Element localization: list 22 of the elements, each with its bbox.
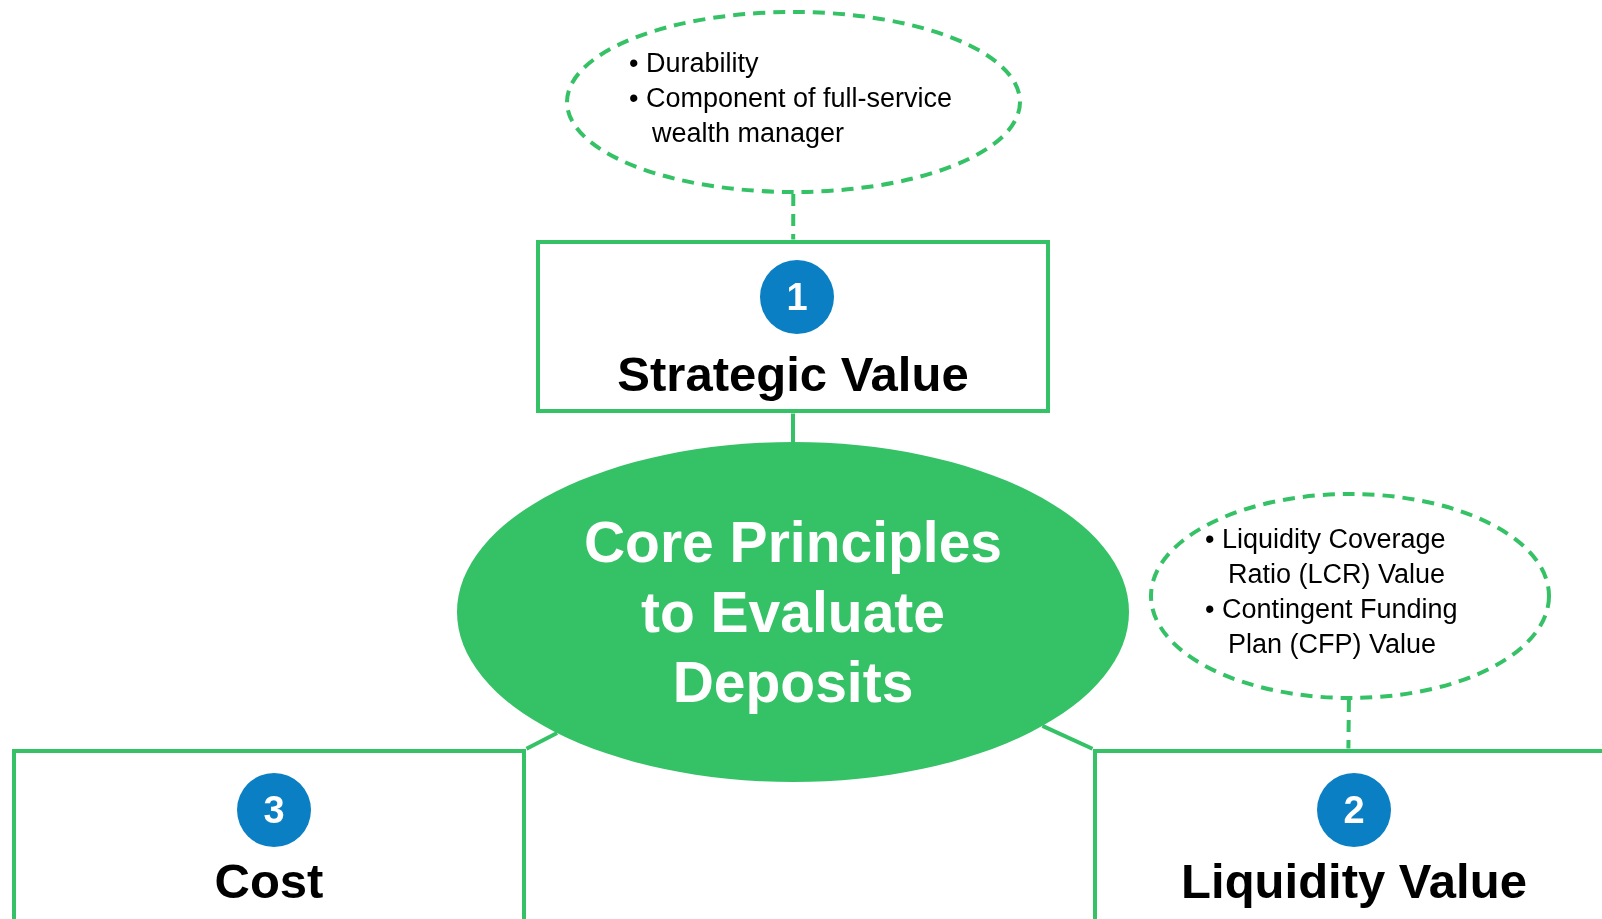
dashed-callout-ellipse bbox=[1149, 492, 1551, 700]
number-badge: 2 bbox=[1317, 773, 1391, 847]
connector-line bbox=[1041, 724, 1094, 751]
category-box bbox=[12, 749, 526, 919]
core-title: Core Principles to Evaluate Deposits bbox=[582, 509, 1004, 716]
bullet-item: • Liquidity Coverage Ratio (LCR) Value bbox=[1205, 523, 1447, 591]
dashed-connector bbox=[1346, 699, 1351, 749]
dashed-connector bbox=[791, 194, 796, 240]
bullet-item: • Component of full-service wealth manager bbox=[629, 82, 954, 150]
category-title: Liquidity Value bbox=[1180, 853, 1528, 909]
bullet-item: • Durability bbox=[629, 47, 760, 80]
number-badge: 3 bbox=[237, 773, 311, 847]
category-title: Cost bbox=[213, 853, 325, 909]
dashed-callout-ellipse bbox=[565, 10, 1022, 194]
number-badge: 1 bbox=[760, 260, 834, 334]
core-ellipse bbox=[457, 442, 1129, 782]
connector-line bbox=[791, 413, 795, 442]
category-box bbox=[1093, 749, 1602, 919]
category-box bbox=[536, 240, 1050, 413]
connector-line bbox=[525, 731, 558, 751]
category-title: Strategic Value bbox=[616, 346, 970, 402]
bullet-item: • Contingent Funding Plan (CFP) Value bbox=[1205, 593, 1459, 661]
